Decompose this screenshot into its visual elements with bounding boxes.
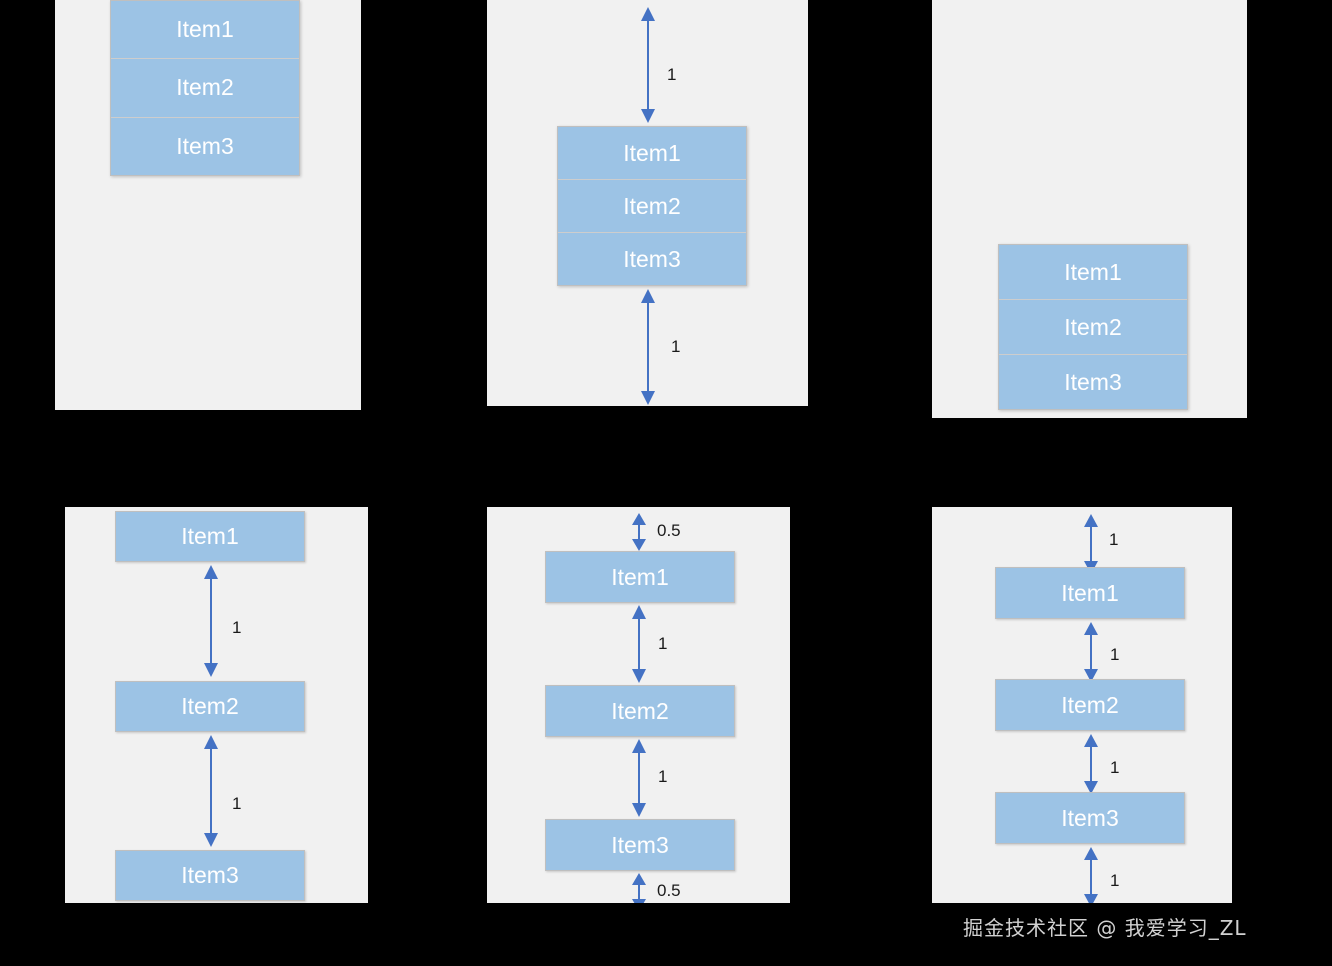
item-box-3: Item3	[999, 355, 1187, 409]
gap-arrow-below-item3	[1080, 846, 1102, 903]
gap-arrow-between-1-2	[1080, 621, 1102, 683]
gap-arrow-between-2-3	[200, 734, 222, 848]
item-box-2: Item2	[115, 681, 305, 732]
item-box-1: Item1	[111, 1, 299, 60]
gap-arrow-between-2-3	[1080, 733, 1102, 795]
panel-bottom-right: 1 Item1 1 Item2 1 Item3 1	[932, 507, 1232, 903]
gap-label-below-item3: 1	[1110, 871, 1120, 890]
item-box-2: Item2	[111, 59, 299, 118]
item-stack-top-left: Item1 Item2 Item3	[110, 0, 300, 176]
item-box-2: Item2	[558, 180, 746, 233]
gap-label-below-group: 1	[671, 337, 681, 356]
gap-label-below-item3: 0.5	[657, 881, 681, 900]
item-box-1: Item1	[558, 127, 746, 180]
item-box-1: Item1	[545, 551, 735, 603]
item-box-3: Item3	[111, 117, 299, 175]
gap-label-between-2-3: 1	[232, 794, 242, 813]
gap-label-between-1-2: 1	[658, 634, 668, 653]
gap-label-above-item1: 0.5	[657, 521, 681, 540]
gap-arrow-above-item1	[1080, 513, 1102, 575]
gap-label-between-2-3: 1	[658, 767, 668, 786]
panel-top-left: Item1 Item2 Item3	[55, 0, 361, 410]
item-stack-top-right: Item1 Item2 Item3	[998, 244, 1188, 410]
gap-label-above-group: 1	[667, 65, 677, 84]
gap-arrow-below-item3	[628, 872, 650, 903]
item-box-2: Item2	[545, 685, 735, 737]
panel-bottom-left: Item1 1 Item2 1 Item3	[65, 507, 368, 903]
item-box-3: Item3	[545, 819, 735, 871]
gap-arrow-between-1-2	[200, 564, 222, 678]
gap-arrow-between-1-2	[628, 604, 650, 684]
panel-top-right: Item1 Item2 Item3	[932, 0, 1247, 418]
gap-label-above-item1: 1	[1109, 530, 1119, 549]
gap-label-between-1-2: 1	[232, 618, 242, 637]
gap-arrow-between-2-3	[628, 738, 650, 818]
item-stack-top-center: Item1 Item2 Item3	[557, 126, 747, 286]
item-box-3: Item3	[558, 233, 746, 285]
item-box-1: Item1	[995, 567, 1185, 619]
panel-top-center: 1 Item1 Item2 Item3 1	[487, 0, 808, 406]
gap-arrow-below-group	[637, 288, 659, 406]
item-box-3: Item3	[995, 792, 1185, 844]
gap-label-between-2-3: 1	[1110, 758, 1120, 777]
gap-arrow-above-item1	[628, 512, 650, 552]
watermark-text: 掘金技术社区 @ 我爱学习_ZL	[963, 916, 1247, 940]
item-box-3: Item3	[115, 850, 305, 901]
item-box-2: Item2	[999, 300, 1187, 355]
item-box-1: Item1	[999, 245, 1187, 300]
panel-bottom-center: 0.5 Item1 1 Item2 1 Item3 0.5	[487, 507, 790, 903]
item-box-2: Item2	[995, 679, 1185, 731]
gap-label-between-1-2: 1	[1110, 645, 1120, 664]
gap-arrow-above-group	[637, 6, 659, 124]
item-box-1: Item1	[115, 511, 305, 562]
